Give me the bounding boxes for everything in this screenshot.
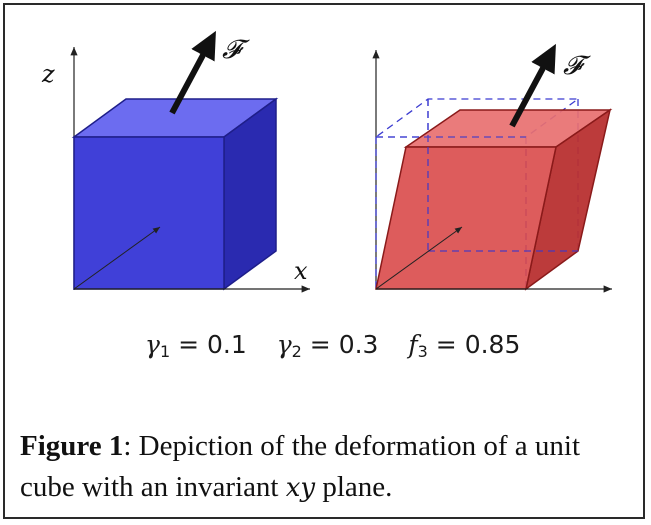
force-label-left: 𝓕 [222,35,250,65]
x-axis-label: x [294,257,308,285]
force-arrow-right [509,43,556,128]
figure-caption: Figure 1: Depiction of the deformation o… [20,426,630,509]
z-axis-label: z [41,60,55,88]
y-axis-left [73,226,161,290]
undeformed-cube: 𝓕 z x [41,30,310,293]
original-cube-outline-front [376,99,578,252]
parameter-gamma-2: γ2 = 0.3 [276,330,379,361]
cube-front-face [73,136,225,290]
force-label-right: 𝓕 [563,51,591,81]
caption-text-end: plane. [315,471,393,503]
deformed-cube: 𝓕 [372,43,613,293]
caption-label: Figure 1 [20,430,124,462]
y-axis-right [375,226,463,290]
caption-text: : Depiction of the deformation of a unit… [20,430,580,503]
deformed-front-face [375,146,557,290]
parameter-f-3: f3 = 0.85 [408,330,521,361]
force-arrow-left [169,30,216,115]
parameter-gamma-1: γ1 = 0.1 [145,330,247,361]
figure-frame [3,3,645,519]
caption-variable: xy [285,473,316,503]
parameter-values: γ1 = 0.1 γ2 = 0.3 f3 = 0.85 [145,330,542,361]
